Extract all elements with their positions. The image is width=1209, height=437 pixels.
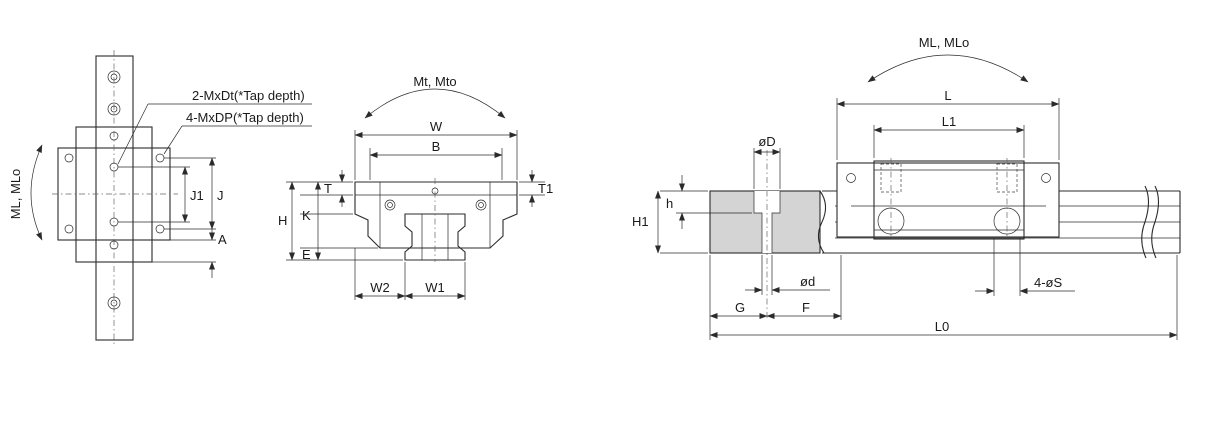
side-view: ML, MLo L L1 øD h H1 ød 4-øS G F L0 [632,35,1181,340]
j1-label: J1 [190,188,204,203]
l1-label: L1 [942,114,956,129]
h-small-label: h [666,196,673,211]
od-big-label: øD [758,134,775,149]
w2-label: W2 [370,280,390,295]
tap-4-label: 4-MxDP(*Tap depth) [186,110,304,125]
tap-2-label: 2-MxDt(*Tap depth) [192,88,305,103]
l-label: L [944,88,951,103]
side-hole-icon [384,187,487,211]
w-label: W [430,119,443,134]
j-label: J [217,188,224,203]
k-label: K [302,208,311,223]
w1-label: W1 [425,280,445,295]
ml-mlo-left-label: ML, MLo [8,169,23,220]
od-small-label: ød [800,274,815,289]
g-label: G [735,300,745,315]
tap-hole-icon [64,131,165,250]
b-label: B [432,139,441,154]
mt-mto-label: Mt, Mto [413,74,456,89]
e-label: E [302,247,311,262]
l0-label: L0 [935,319,949,334]
t1-label: T1 [538,181,553,196]
ml-mlo-right-label: ML, MLo [919,35,970,50]
t-label: T [324,181,332,196]
rail-hole-icon [107,70,121,310]
front-view: Mt, Mto W B T T1 H K E W2 W1 [278,74,553,300]
s4-label: 4-øS [1034,275,1063,290]
f-label: F [802,300,810,315]
top-view: ML, MLo 2-MxDt(*Tap depth) 4-MxDP(*Tap d… [8,50,312,346]
h1-label: H1 [632,214,649,229]
h-label: H [278,213,287,228]
a-label: A [218,232,227,247]
